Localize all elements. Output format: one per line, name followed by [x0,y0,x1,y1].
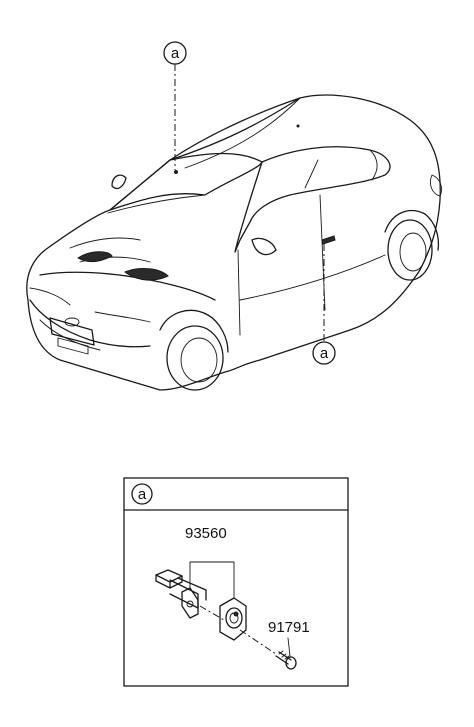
roof-callout-label: a [171,45,180,62]
detail-box: a [123,477,349,687]
screw-part-number: 91791 [268,619,310,636]
door-callout: a [312,244,336,365]
door-switch-part [155,569,247,641]
car-illustration [26,94,443,391]
roof-callout: a [163,41,187,170]
detail-callout-label: a [138,486,147,503]
switch-part-number: 93560 [185,525,227,542]
door-callout-label: a [320,345,329,362]
switch-part-label: 93560 [185,525,235,599]
screw-part: 91791 [239,619,310,670]
